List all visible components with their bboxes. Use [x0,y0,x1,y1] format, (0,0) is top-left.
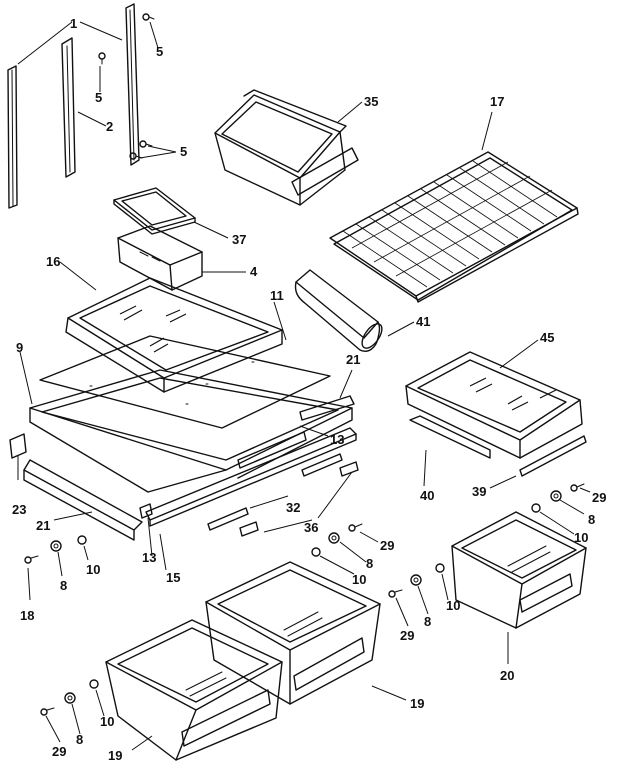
callout-20: 20 [500,668,514,683]
front-trim [145,427,357,527]
callout-10: 10 [86,562,100,577]
callout-10: 10 [352,572,366,587]
ladder-screw [98,13,155,160]
callout-8: 8 [76,732,83,747]
end-bracket [9,433,27,459]
callout-37: 37 [232,232,246,247]
callout-1: 1 [70,16,77,31]
crisper-drawer-left [105,619,283,761]
callout-8: 8 [60,578,67,593]
leader-lines [17,21,591,751]
callout-19: 19 [108,748,122,763]
crisper-tube [294,269,383,352]
callout-23: 23 [12,502,26,517]
callout-29: 29 [52,744,66,759]
dairy-door-lid [113,187,196,235]
callout-8: 8 [424,614,431,629]
callout-18: 18 [20,608,34,623]
callout-labels: 1 2 5 5 5 35 17 37 4 16 11 41 9 21 45 13… [12,16,606,763]
callout-10: 10 [100,714,114,729]
callout-21: 21 [346,352,360,367]
callout-8: 8 [366,556,373,571]
callout-21: 21 [36,518,50,533]
crisper-drawer-center [205,561,381,705]
callout-19: 19 [410,696,424,711]
crisper-cover-frame [29,369,355,493]
drawer-glide [207,453,359,537]
callout-5: 5 [95,90,102,105]
slide-rail [139,431,307,519]
callout-35: 35 [364,94,378,109]
callout-36: 36 [304,520,318,535]
deli-drawer [214,89,359,206]
callout-10: 10 [446,598,460,613]
shelf-ladder-left [7,65,18,209]
hardware-center [311,523,363,557]
callout-11: 11 [270,288,284,303]
callout-10: 10 [574,530,588,545]
callout-4: 4 [250,264,258,279]
hardware-right [388,483,585,598]
callout-5: 5 [180,144,187,159]
callout-9: 9 [16,340,23,355]
callout-41: 41 [416,314,430,329]
crisper-cover-glass [39,335,331,429]
glass-shelf-right [405,351,587,477]
callout-17: 17 [490,94,504,109]
shelf-ladder-center [61,37,76,178]
callout-40: 40 [420,488,434,503]
callout-29: 29 [592,490,606,505]
shelf-ladder-right [125,3,140,166]
callout-32: 32 [286,500,300,515]
callout-15: 15 [166,570,180,585]
callout-45: 45 [540,330,554,345]
callout-2: 2 [106,119,113,134]
callout-39: 39 [472,484,486,499]
dairy-bin [117,225,203,291]
callout-5: 5 [156,44,163,59]
callout-29: 29 [380,538,394,553]
callout-29: 29 [400,628,414,643]
hardware-left [24,535,87,564]
crisper-drawer-right [451,511,587,629]
hardware-bottom [40,679,99,716]
crisper-rail-left [23,459,143,541]
callout-13: 13 [142,550,156,565]
callout-8: 8 [588,512,595,527]
callout-16: 16 [46,254,60,269]
callout-13: 13 [330,432,344,447]
wire-shelf [329,151,579,303]
glass-shelf-upper [65,277,283,393]
